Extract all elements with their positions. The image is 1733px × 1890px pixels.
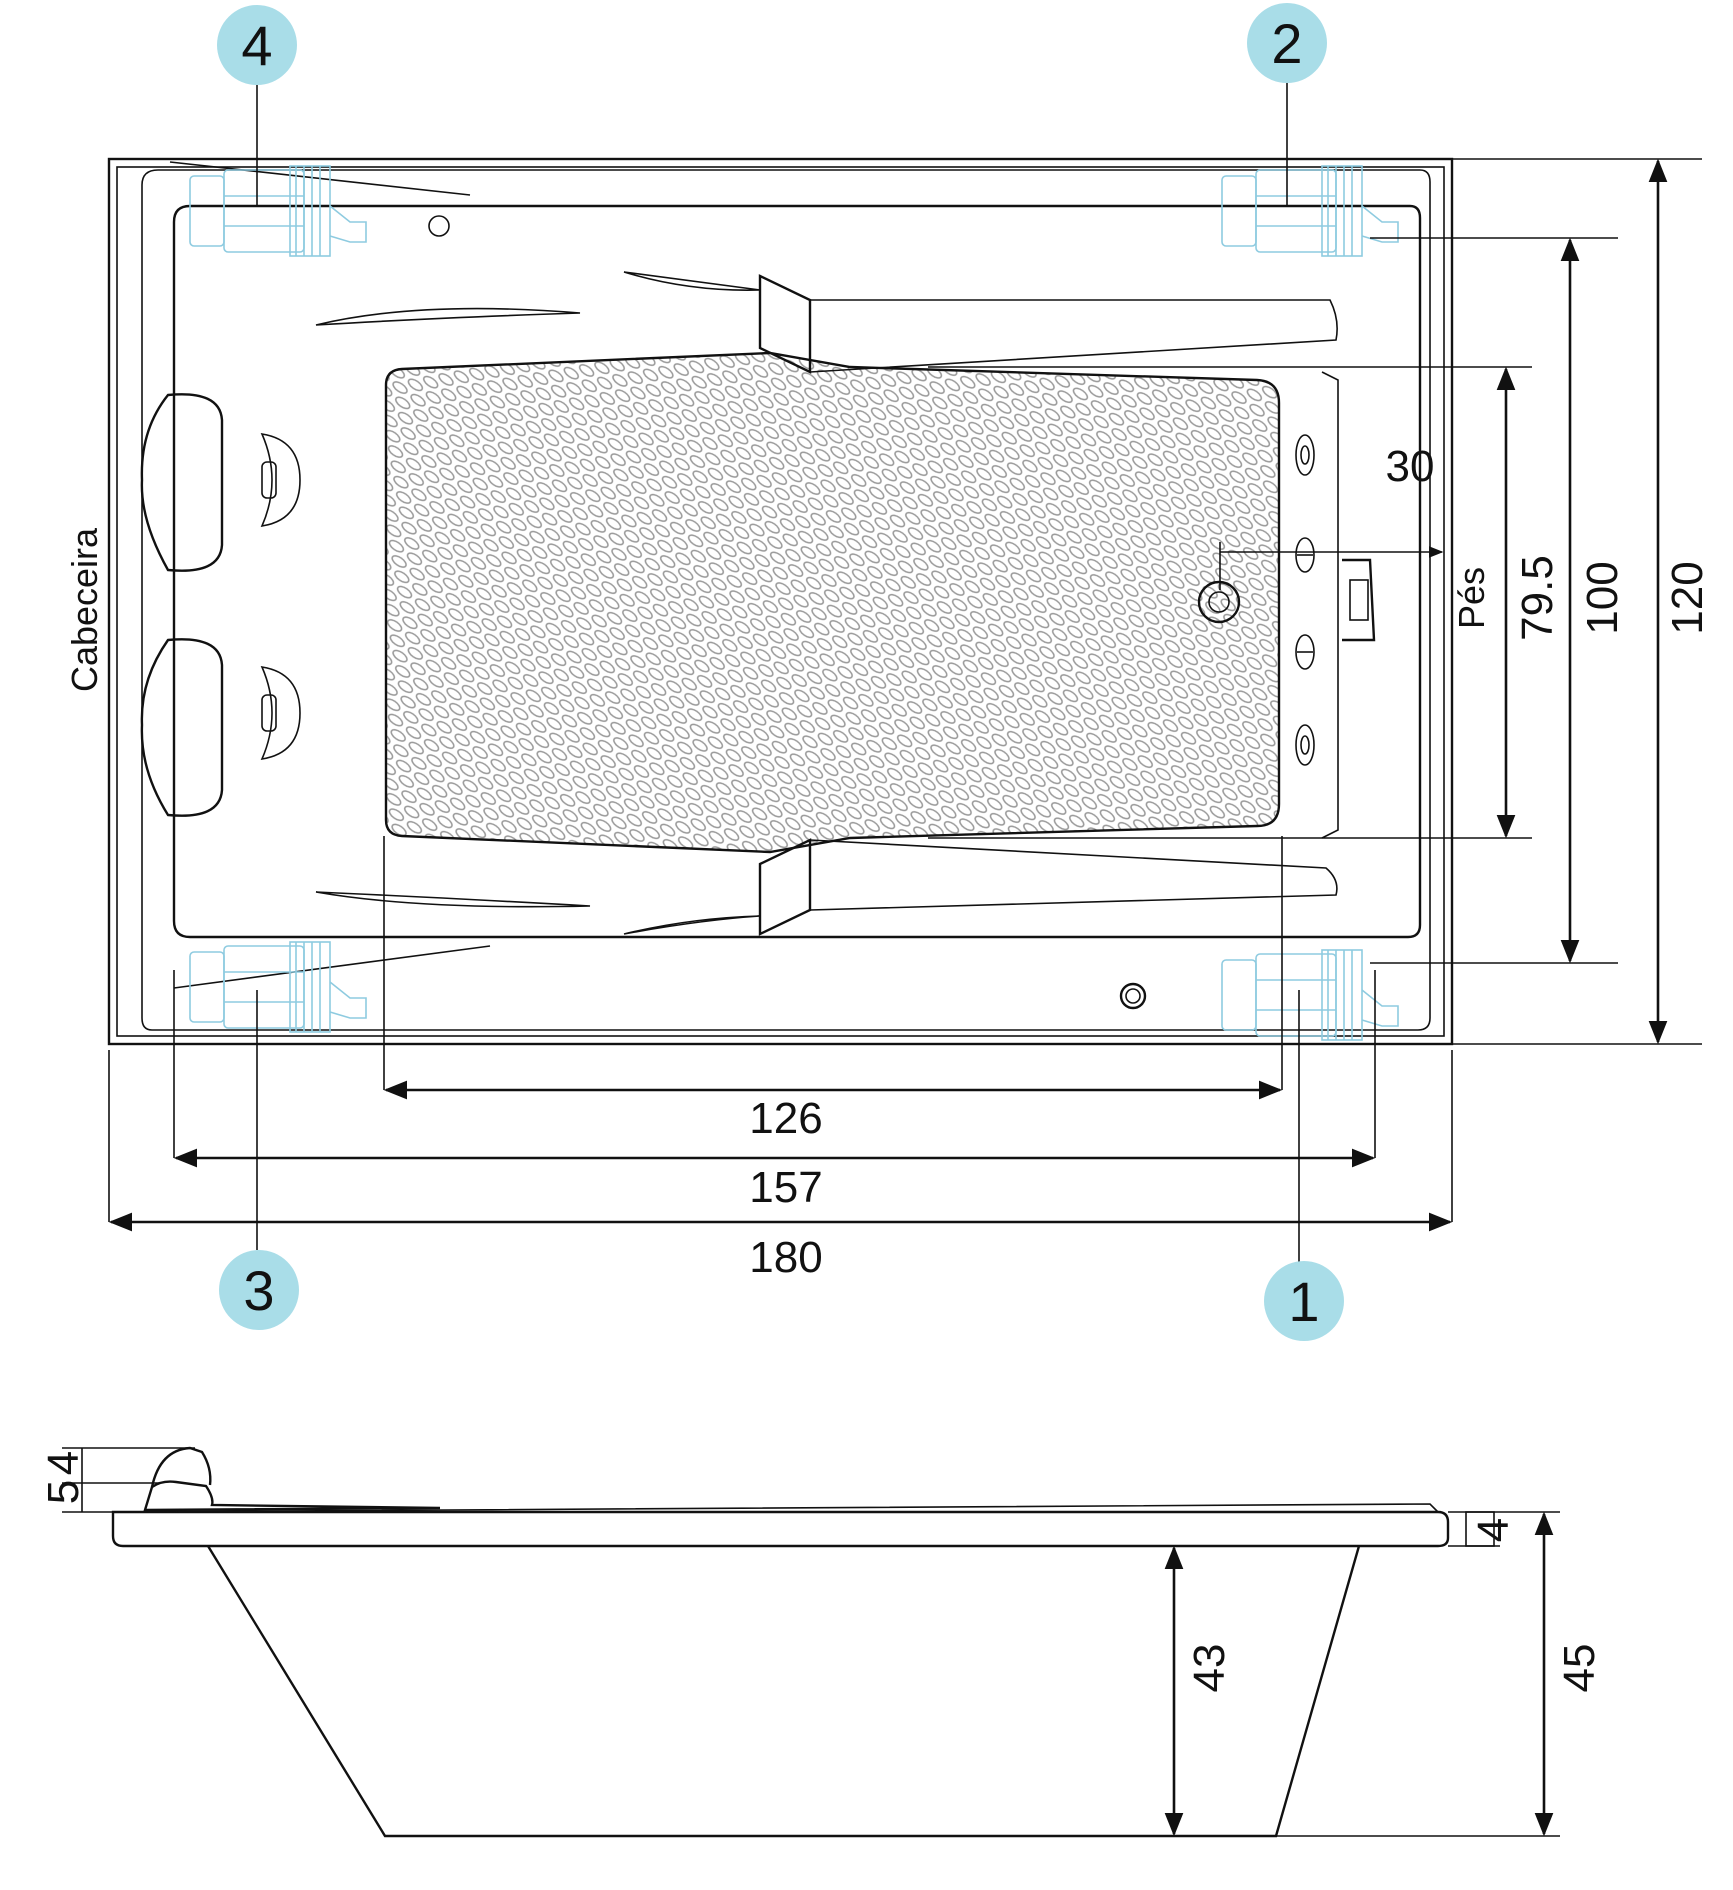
dim-drain-offset: 30	[1386, 442, 1435, 491]
rim-lip	[141, 169, 1431, 1031]
dim-rim-thickness: 4	[1469, 1518, 1518, 1542]
sweep-top-left	[315, 307, 581, 326]
side-pillow	[143, 1480, 441, 1512]
dim-width-rim: 157	[749, 1163, 822, 1212]
callout-3-label: 3	[243, 1259, 274, 1322]
dim-width-total: 180	[749, 1233, 822, 1282]
dim-width-inner: 126	[749, 1094, 822, 1143]
dim-depth-total: 45	[1555, 1644, 1604, 1693]
overflow-slot	[1349, 579, 1369, 621]
foot-jet-1	[1295, 434, 1315, 476]
dim-height-inner: 79.5	[1513, 555, 1562, 641]
pump-motor-4	[189, 165, 367, 257]
side-view: 5 4 4 43 45	[39, 1446, 1604, 1838]
callout-3-circle	[219, 1250, 299, 1330]
control-hole-bottom	[1119, 982, 1147, 1010]
sweep-top-mid	[623, 271, 761, 291]
pump-motor-2	[1221, 165, 1399, 257]
callout-4-circle	[217, 5, 297, 85]
armrest-bottom	[758, 838, 812, 936]
drain-circle	[1197, 580, 1241, 624]
dim-box-4	[1465, 1511, 1495, 1547]
side-basin	[206, 1545, 1361, 1838]
top-view	[107, 157, 1454, 1046]
dim-height-total: 120	[1663, 561, 1712, 634]
dim-pillow-a: 5	[39, 1480, 88, 1504]
side-rim	[111, 1510, 1450, 1548]
corner-line-bottom	[173, 945, 491, 989]
dim-height-rim: 100	[1578, 561, 1627, 634]
foot-jet-3	[1295, 634, 1315, 670]
pillow-upper	[140, 393, 224, 572]
head-jet-upper	[260, 432, 301, 528]
textured-floor	[384, 351, 1281, 854]
dim-depth-inner: 43	[1185, 1644, 1234, 1693]
label-feet: Pés	[1451, 567, 1492, 629]
callout-1-circle	[1264, 1261, 1344, 1341]
foot-jet-2	[1295, 537, 1315, 573]
overflow-box	[1342, 558, 1376, 642]
pump-motor-3	[189, 941, 367, 1033]
label-head: Cabeceira	[64, 527, 105, 692]
foot-ledge	[1321, 371, 1339, 839]
head-jet-lower	[260, 665, 301, 761]
pillow-lower	[140, 638, 224, 817]
outer-rim-inner-edge	[116, 166, 1445, 1037]
sweep-bottom-mid	[623, 915, 761, 935]
callout-1-label: 1	[1288, 1270, 1319, 1333]
armrest-top-ridge	[809, 299, 1338, 373]
armrest-bottom-ridge	[809, 839, 1338, 911]
top-dimensions: 126 157 180 120 100 79.5 30 Cabeceira Pé…	[64, 158, 1712, 1282]
callouts: 4 2 3 1	[217, 3, 1344, 1341]
outer-rim	[107, 157, 1454, 1046]
control-hole-top	[428, 215, 450, 237]
tub-basin-outline	[172, 204, 1422, 939]
foot-jet-4	[1295, 724, 1315, 766]
dim-pillow-b: 4	[39, 1451, 88, 1475]
callout-4-label: 4	[241, 14, 272, 77]
callout-2-circle	[1247, 3, 1327, 83]
sweep-bottom-left	[315, 891, 591, 908]
callout-2-label: 2	[1271, 12, 1302, 75]
side-pillow-top	[150, 1446, 212, 1488]
